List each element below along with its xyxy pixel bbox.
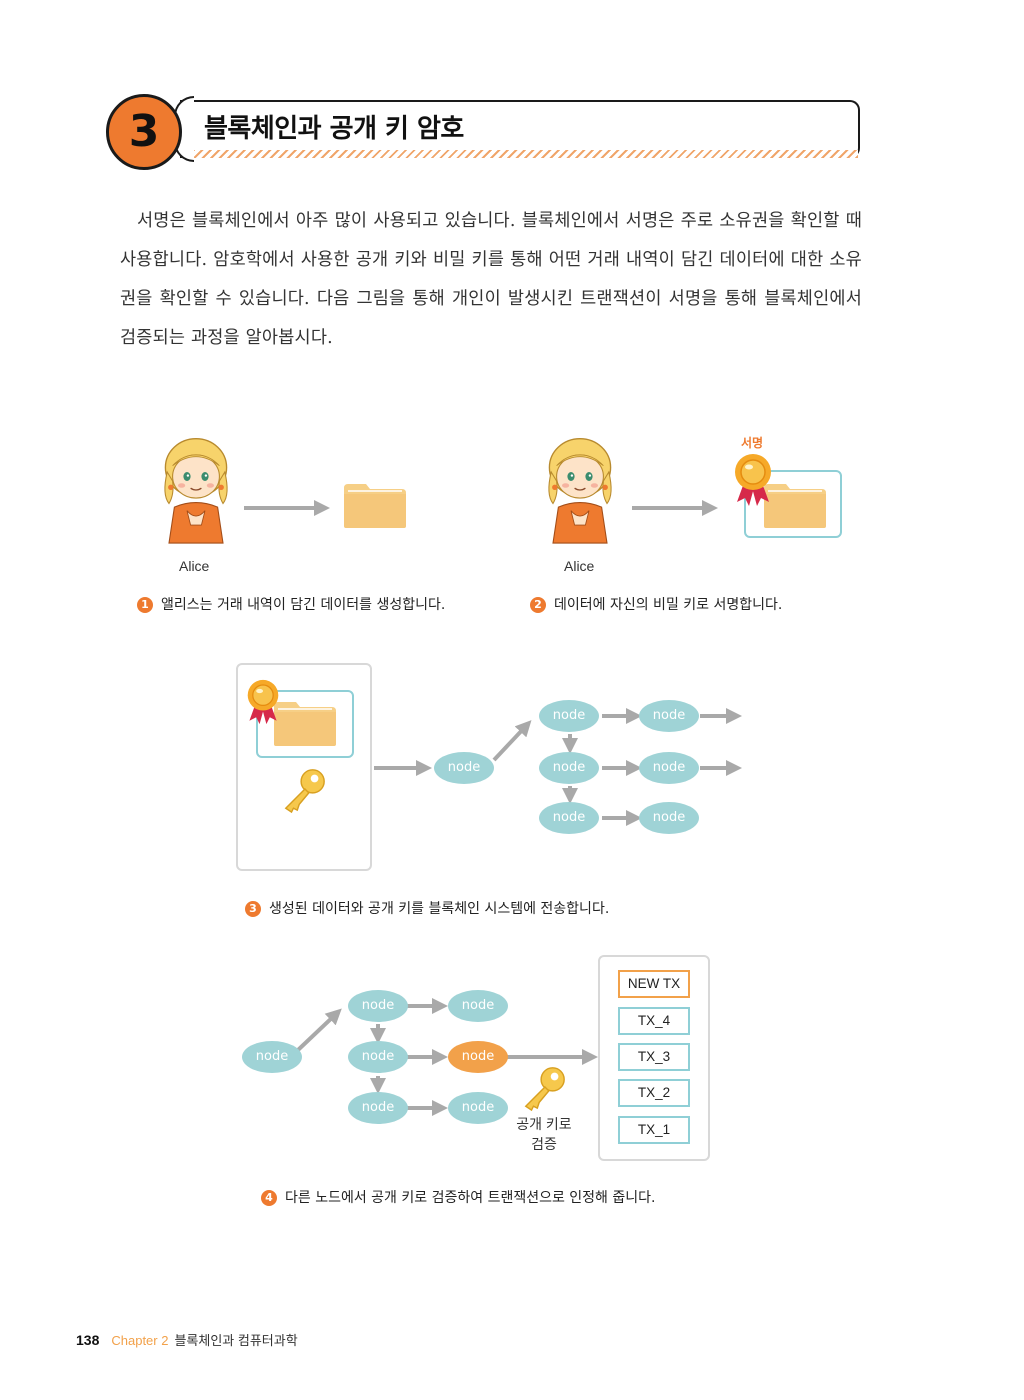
network-node: node	[539, 752, 599, 784]
key-icon	[285, 769, 325, 813]
caption-number: 2	[530, 597, 546, 613]
figure4-caption: 4 다른 노드에서 공개 키로 검증하여 트랜잭션으로 인정해 줍니다.	[261, 1187, 655, 1207]
transaction-block: TX_3	[618, 1043, 690, 1071]
caption-text: 생성된 데이터와 공개 키를 블록체인 시스템에 전송합니다.	[269, 901, 610, 917]
figure1-caption: 1 앨리스는 거래 내역이 담긴 데이터를 생성합니다.	[137, 594, 445, 614]
chapter-title: 블록체인과 컴퓨터과학	[174, 1333, 298, 1348]
alice-illustration	[164, 438, 228, 544]
figure4-arrows	[296, 998, 598, 1116]
network-node: node	[639, 752, 699, 784]
network-node: node	[539, 802, 599, 834]
caption-number: 1	[137, 597, 153, 613]
signed-data-frame	[256, 690, 354, 758]
network-node: node	[348, 990, 408, 1022]
page-footer: 138 Chapter 2 블록체인과 컴퓨터과학	[76, 1330, 298, 1349]
caption-number: 3	[245, 901, 261, 917]
blockchain-ledger-box	[598, 955, 710, 1161]
transaction-block: TX_4	[618, 1007, 690, 1035]
folder-icon	[273, 701, 337, 747]
network-node: node	[448, 1092, 508, 1124]
section-title-stripe	[184, 150, 858, 158]
network-node: node	[639, 802, 699, 834]
alice-illustration	[548, 438, 612, 544]
page-number: 138	[76, 1332, 100, 1348]
transaction-package-box	[236, 663, 372, 871]
transaction-block: TX_2	[618, 1079, 690, 1107]
network-node: node	[242, 1041, 302, 1073]
section-title: 블록체인과 공개 키 암호	[204, 114, 464, 144]
transaction-block-new: NEW TX	[618, 970, 690, 998]
network-node: node	[348, 1092, 408, 1124]
signed-data-frame	[744, 470, 842, 538]
alice-label: Alice	[564, 558, 595, 574]
arrow-right	[632, 500, 718, 516]
network-node: node	[348, 1041, 408, 1073]
alice-label: Alice	[179, 558, 210, 574]
medal-icon	[734, 453, 772, 507]
figure2-caption: 2 데이터에 자신의 비밀 키로 서명합니다.	[530, 594, 782, 614]
figure3-caption: 3 생성된 데이터와 공개 키를 블록체인 시스템에 전송합니다.	[245, 898, 609, 918]
key-label-line: 검증	[531, 1136, 557, 1152]
figure3-arrows	[374, 708, 742, 826]
chapter-label: Chapter 2	[111, 1333, 169, 1348]
caption-text: 다른 노드에서 공개 키로 검증하여 트랜잭션으로 인정해 줍니다.	[285, 1190, 656, 1206]
key-label-line: 공개 키로	[516, 1116, 572, 1132]
key-icon	[525, 1067, 565, 1111]
caption-text: 앨리스는 거래 내역이 담긴 데이터를 생성합니다.	[161, 597, 446, 613]
medal-icon	[247, 679, 279, 725]
arrow-right	[244, 500, 330, 516]
section-number-badge: 3	[106, 94, 182, 170]
network-node: node	[639, 700, 699, 732]
verify-with-public-key-label: 공개 키로 검증	[512, 1114, 576, 1154]
transaction-block: TX_1	[618, 1116, 690, 1144]
network-node: node	[539, 700, 599, 732]
network-node: node	[448, 990, 508, 1022]
caption-number: 4	[261, 1190, 277, 1206]
intro-paragraph: 서명은 블록체인에서 아주 많이 사용되고 있습니다. 블록체인에서 서명은 주…	[120, 211, 862, 348]
verifying-node: node	[448, 1041, 508, 1073]
folder-icon	[343, 483, 407, 529]
signature-label: 서명	[741, 436, 764, 450]
network-node: node	[434, 752, 494, 784]
caption-text: 데이터에 자신의 비밀 키로 서명합니다.	[554, 597, 783, 613]
